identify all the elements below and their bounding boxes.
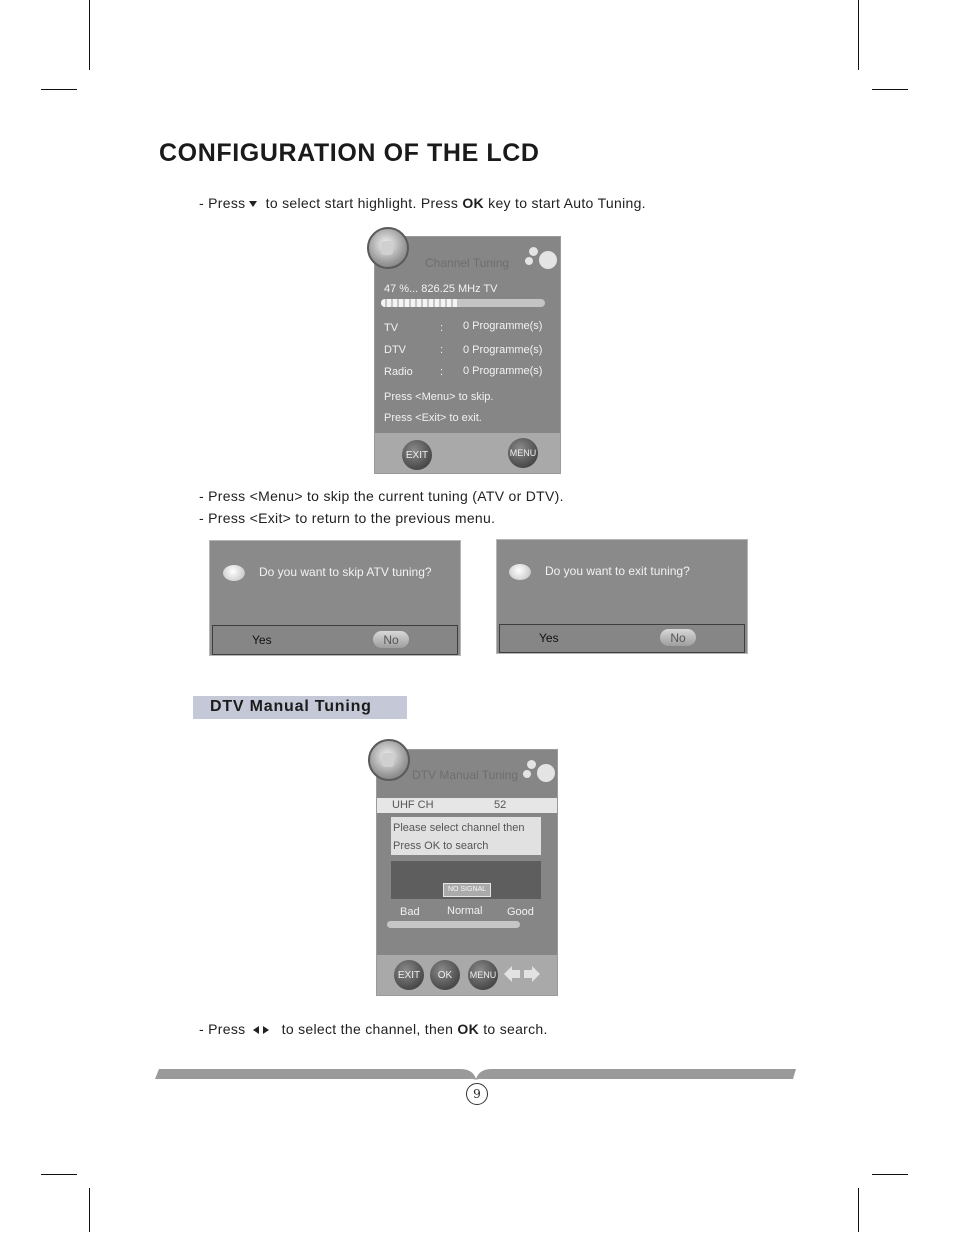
channel-number: 52	[494, 799, 507, 811]
progress-fill	[381, 299, 459, 307]
crop-mark	[41, 89, 77, 90]
quality-good: Good	[507, 906, 534, 918]
screen-title: Channel Tuning	[425, 256, 510, 270]
crop-mark	[858, 1188, 859, 1232]
signal-panel: NO SIGNAL	[391, 861, 541, 899]
exit-button[interactable]: EXIT	[394, 960, 424, 990]
no-button[interactable]: No	[373, 631, 409, 648]
ok-button[interactable]: OK	[430, 960, 460, 990]
exit-tuning-dialog: Do you want to exit tuning? Yes No	[496, 539, 748, 654]
crop-mark	[858, 0, 859, 70]
down-arrow-icon	[249, 200, 258, 207]
hint-line: Please select channel then	[393, 822, 525, 834]
hint-line: Press OK to search	[393, 840, 489, 852]
page-number-text: 9	[473, 1087, 481, 1101]
page-title: CONFIGURATION OF THE LCD	[159, 139, 540, 167]
instruction-text: to select start highlight. Press	[265, 195, 459, 211]
dialog-question: Do you want to exit tuning?	[545, 564, 690, 578]
dialog-buttons-bar: Yes No	[499, 624, 745, 653]
crop-mark	[872, 89, 908, 90]
row-label: TV	[384, 322, 399, 334]
band-label: UHF CH	[392, 799, 434, 811]
tv-logo-icon	[368, 739, 410, 781]
hint-menu: Press <Menu> to skip.	[384, 391, 494, 403]
yes-button[interactable]: Yes	[539, 631, 559, 645]
crop-mark	[89, 1188, 90, 1232]
skip-atv-dialog: Do you want to skip ATV tuning? Yes No	[209, 540, 461, 656]
crop-mark	[872, 1174, 908, 1175]
dialog-buttons-bar: Yes No	[212, 625, 458, 655]
menu-button[interactable]: MENU	[468, 960, 498, 990]
instruction-menu-skip: - Press <Menu> to skip the current tunin…	[199, 488, 564, 504]
footer-divider	[155, 1069, 796, 1080]
exit-button[interactable]: EXIT	[402, 440, 432, 470]
bubbles-icon	[527, 760, 536, 769]
instruction-text: - Press	[199, 195, 246, 211]
instruction-exit-return: - Press <Exit> to return to the previous…	[199, 510, 496, 526]
instruction-text: to search.	[483, 1021, 548, 1037]
instruction-auto-tuning: - Press to select start highlight. Press…	[199, 195, 646, 211]
bubbles-icon	[537, 764, 555, 782]
quality-normal: Normal	[447, 905, 483, 917]
menu-button[interactable]: MENU	[508, 438, 538, 468]
row-value: 0 Programme(s)	[463, 365, 543, 377]
right-arrow-icon	[263, 1026, 270, 1035]
dialog-question: Do you want to skip ATV tuning?	[259, 565, 432, 579]
instruction-text: to select the channel, then	[281, 1021, 454, 1037]
tv-logo-inner	[382, 753, 394, 767]
row-sep: :	[440, 344, 444, 356]
channel-row: UHF CH 52	[377, 798, 557, 813]
row-label: DTV	[384, 344, 406, 356]
quality-bad: Bad	[400, 906, 420, 918]
bubbles-icon	[525, 257, 533, 265]
no-signal-badge: NO SIGNAL	[443, 883, 491, 897]
right-arrow-icon[interactable]	[524, 966, 540, 982]
progress-bar	[381, 299, 545, 307]
smiley-icon	[223, 565, 245, 581]
no-button[interactable]: No	[660, 629, 696, 646]
tv-logo-icon	[367, 227, 409, 269]
row-value: 0 Programme(s)	[463, 320, 543, 332]
row-label: Radio	[384, 366, 413, 378]
smiley-icon	[509, 564, 531, 580]
row-value: 0 Programme(s)	[463, 344, 543, 356]
instruction-text: key to start Auto Tuning.	[488, 195, 646, 211]
left-arrow-icon	[253, 1026, 260, 1035]
bubbles-icon	[529, 247, 538, 256]
row-sep: :	[440, 322, 444, 334]
instruction-select-channel: - Press to select the channel, then OK t…	[199, 1021, 548, 1037]
section-header: DTV Manual Tuning	[193, 696, 407, 719]
ok-key-label: OK	[462, 195, 484, 211]
hint-box: Please select channel then Press OK to s…	[391, 817, 541, 855]
crop-mark	[41, 1174, 77, 1175]
instruction-text: - Press	[199, 1021, 246, 1037]
channel-tuning-screen: Channel Tuning 47 %... 826.25 MHz TV TV …	[374, 236, 561, 474]
dtv-manual-tuning-screen: DTV Manual Tuning UHF CH 52 Please selec…	[376, 749, 558, 996]
page-number: 9	[466, 1083, 488, 1105]
tv-logo-inner	[381, 241, 393, 255]
ok-key-label: OK	[457, 1021, 480, 1037]
left-arrow-icon[interactable]	[504, 966, 520, 982]
bubbles-icon	[539, 251, 557, 269]
section-header-label: DTV Manual Tuning	[210, 698, 372, 715]
progress-text: 47 %... 826.25 MHz TV	[384, 283, 498, 295]
quality-bar	[387, 921, 520, 928]
crop-mark	[89, 0, 90, 70]
bubbles-icon	[523, 770, 531, 778]
yes-button[interactable]: Yes	[252, 633, 272, 647]
row-sep: :	[440, 366, 444, 378]
screen-title: DTV Manual Tuning	[412, 768, 519, 782]
hint-exit: Press <Exit> to exit.	[384, 412, 482, 424]
